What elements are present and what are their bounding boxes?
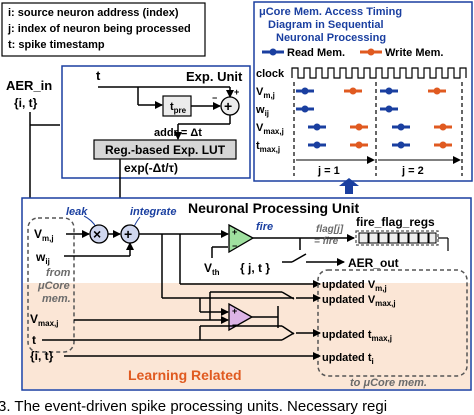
svg-text:−: −: [212, 93, 217, 103]
exp-lut-label: Reg.-based Exp. LUT: [105, 143, 226, 157]
j2-label: j = 2: [401, 165, 424, 177]
write-legend: Write Mem.: [385, 47, 443, 59]
svg-text:leak: leak: [66, 206, 88, 218]
svg-text:Vmax,j: Vmax,j: [30, 312, 58, 328]
read-legend: Read Mem.: [287, 47, 345, 59]
to-ucore-label: to μCore mem.: [350, 377, 427, 389]
svg-text:+: +: [224, 98, 232, 114]
svg-text:Diagram in Sequential: Diagram in Sequential: [268, 19, 384, 31]
svg-text:updated Vmax,j: updated Vmax,j: [322, 294, 396, 308]
exp-unit: Exp. Unit t tpre + − + addr = Δt Reg.-ba…: [61, 65, 251, 226]
addr-label: addr = Δt: [154, 127, 202, 139]
exp-unit-t: t: [96, 68, 101, 83]
timing-diagram: μCore Mem. Access Timing Diagram in Sequ…: [253, 1, 473, 182]
svg-text:tpre: tpre: [170, 101, 187, 115]
up-arrow-icon: [339, 178, 359, 194]
svg-text:+: +: [234, 87, 239, 97]
exp-out-label: exp(-Δt/τ): [124, 161, 178, 175]
svg-text:Neuronal Processing: Neuronal Processing: [276, 32, 386, 44]
to-mem-box: [317, 269, 468, 377]
svg-text:Vmax,j: Vmax,j: [256, 122, 284, 136]
legend-box: i: source neuron address (index) j: inde…: [1, 2, 206, 57]
svg-text:Vth: Vth: [204, 261, 220, 277]
exp-lut: [93, 139, 237, 160]
svg-text:×: ×: [93, 226, 101, 242]
legend-line-i: i: source neuron address (index): [8, 7, 179, 19]
svg-text:+: +: [232, 306, 237, 316]
svg-text:= fire: = fire: [314, 236, 339, 247]
neuronal-processing-unit: Neuronal Processing Unit from μCore mem.…: [21, 197, 472, 391]
legend-line-t: t: spike timestamp: [8, 39, 105, 51]
svg-text:tmax,j: tmax,j: [256, 140, 280, 154]
svg-text:Vm,j: Vm,j: [34, 227, 54, 243]
svg-text:{i, t}: {i, t}: [30, 349, 54, 363]
svg-text:−: −: [232, 241, 237, 251]
svg-text:integrate: integrate: [130, 206, 176, 218]
fire-flag-regs-label: fire_flag_regs: [356, 215, 435, 229]
fire-flag-registers: [358, 232, 437, 244]
legend-line-j: j: index of neuron being processed: [7, 23, 191, 35]
svg-text:μCore: μCore: [37, 280, 70, 292]
svg-text:Vm,j: Vm,j: [256, 86, 275, 100]
svg-text:t: t: [32, 333, 36, 347]
svg-text:from: from: [46, 267, 71, 279]
from-mem-box: [27, 217, 75, 353]
svg-text:+: +: [232, 227, 237, 237]
exp-unit-title: Exp. Unit: [186, 69, 243, 84]
svg-text:+: +: [124, 226, 132, 242]
svg-text:updated ti: updated ti: [322, 352, 374, 366]
aer-in-label: AER_in: [6, 78, 52, 93]
learning-region: [23, 283, 470, 389]
learning-comparator: [228, 302, 254, 332]
svg-text:−: −: [232, 320, 237, 330]
svg-text:μCore Mem. Access Timing: μCore Mem. Access Timing: [259, 6, 402, 18]
fire-comparator: [228, 223, 255, 254]
learning-related-label: Learning Related: [128, 367, 242, 383]
svg-text:updated tmax,j: updated tmax,j: [322, 329, 392, 343]
svg-text:flag[j]: flag[j]: [316, 224, 344, 235]
svg-text:clock: clock: [256, 68, 285, 80]
svg-text:wij: wij: [255, 104, 269, 118]
svg-text:updated Vm,j: updated Vm,j: [322, 279, 387, 293]
jt-label: { j, t }: [240, 261, 270, 275]
svg-text:wij: wij: [35, 250, 50, 266]
aer-in-args: {i, t}: [14, 96, 38, 110]
npu-title: Neuronal Processing Unit: [188, 200, 359, 216]
svg-text:mem.: mem.: [42, 293, 71, 305]
clock-waveform: [291, 67, 467, 79]
j1-label: j = 1: [317, 165, 340, 177]
aer-out-label: AER_out: [348, 256, 399, 270]
svg-text:fire: fire: [256, 221, 273, 233]
caption: 3. The event-driven spike processing uni…: [0, 398, 387, 415]
